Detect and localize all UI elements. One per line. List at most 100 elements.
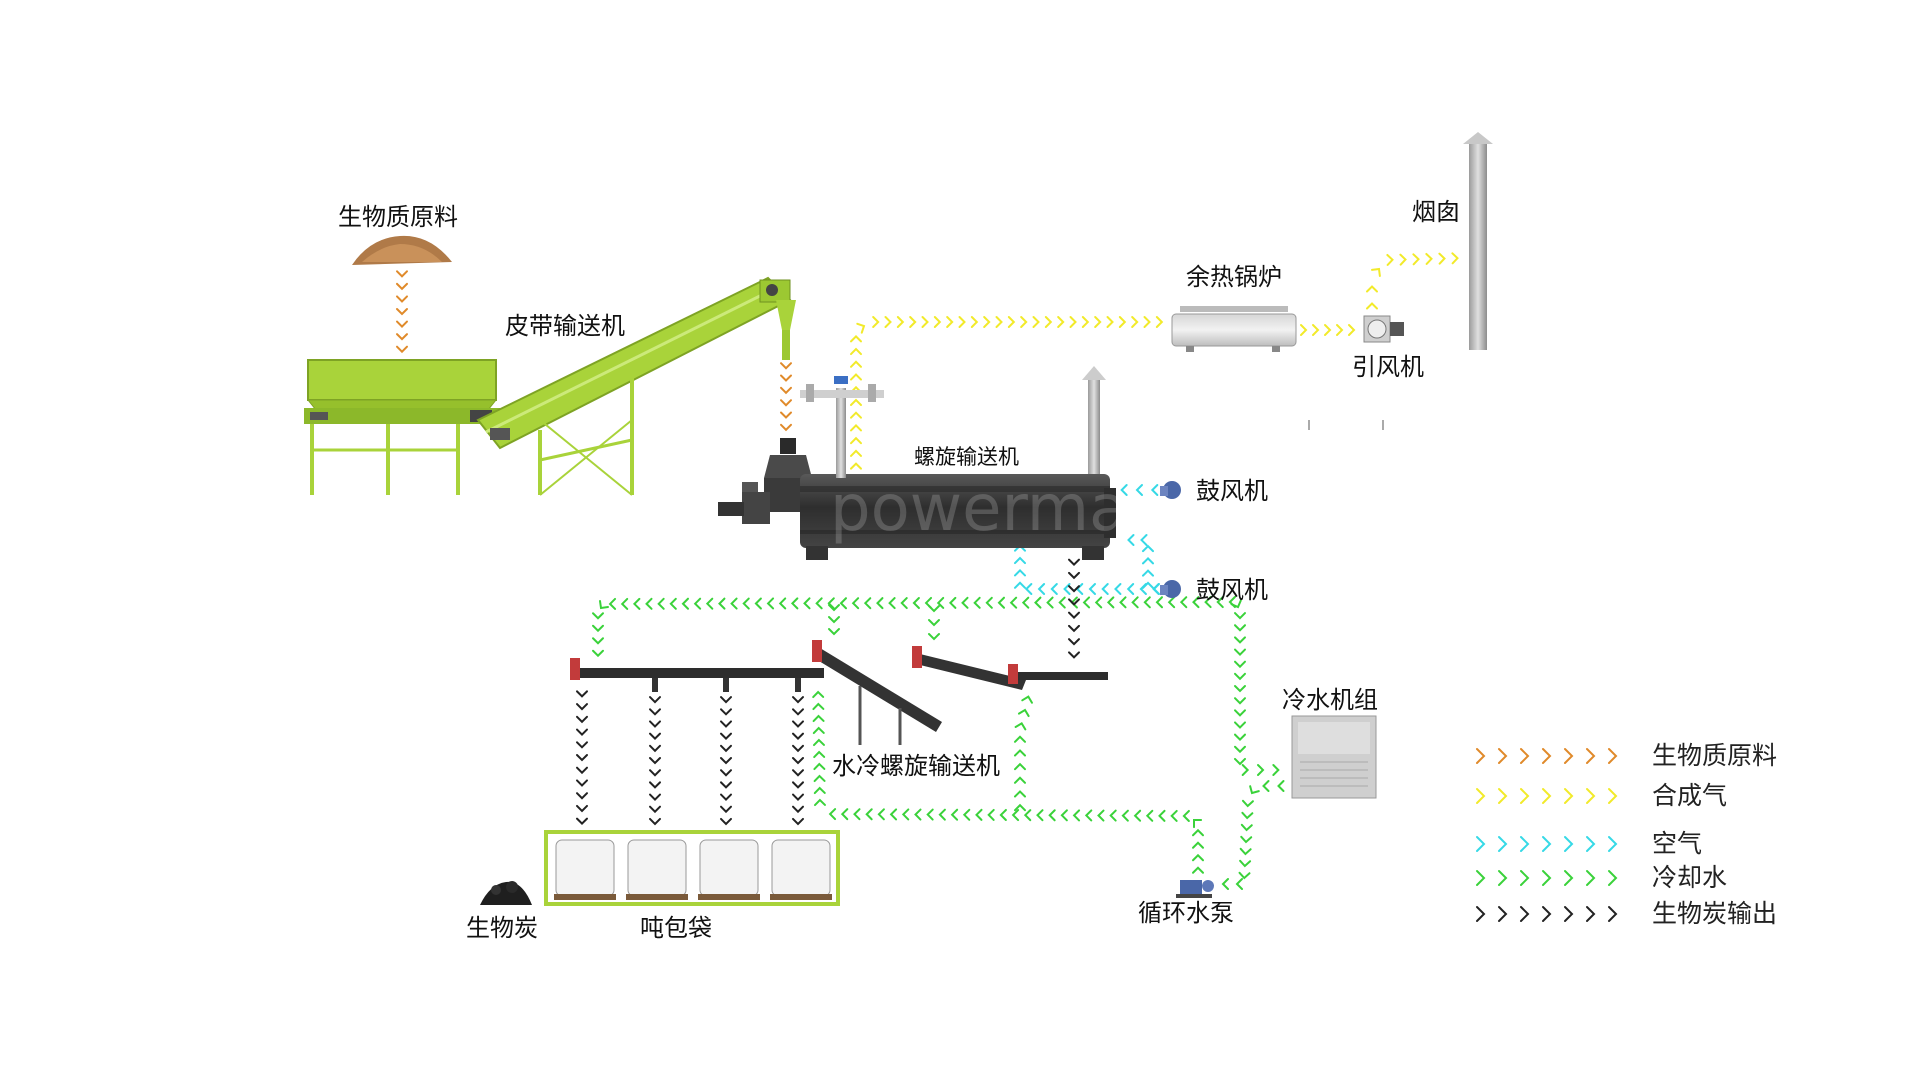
flow-chevron [1234,733,1246,742]
flow-biochar-to-bag-2 [649,696,661,826]
flow-chevron [649,757,661,765]
flow-chevron [1239,847,1252,856]
flow-chevron [1097,809,1105,822]
watermark: powerma [830,472,1128,546]
flow-water-to-chiller [1230,599,1280,776]
flow-biochar-from-kiln [1068,558,1080,659]
flow-chevron [1324,324,1332,336]
legend-chevron [1476,748,1486,764]
ton-bag-pallet [770,894,832,900]
flow-chevron [900,597,908,610]
flow-chevron [1023,809,1032,822]
label-belt-conveyor: 皮带输送机 [505,312,625,340]
flow-water-branch-1 [828,604,840,636]
flow-chevron [1127,534,1135,546]
flow-chevron [1068,598,1080,606]
flow-chevron [828,616,840,624]
flow-chevron [856,322,866,334]
flow-biochar-to-bag-1 [576,690,588,826]
flow-chevron [928,605,940,613]
flow-chevron [1272,764,1280,776]
flow-chevron [1192,828,1204,837]
flow-chevron [792,708,804,716]
flow-chevron [592,649,604,658]
label-ton-bag: 吨包袋 [640,914,712,942]
flow-chevron [1234,757,1246,766]
ton-bag-pallet [626,894,688,900]
flow-chevron [850,347,862,356]
induced-fan [1363,315,1404,343]
flow-air-blower-1 [1120,484,1159,496]
legend-label: 生物炭输出 [1652,899,1777,928]
flow-chevron [828,808,837,821]
flow-chevron [1017,708,1030,718]
flow-chevron [1179,596,1188,609]
flow-chevron [790,597,799,610]
flow-chevron [1451,252,1459,265]
flow-chevron [928,619,940,627]
flow-chevron [720,696,732,704]
flow-chevron [914,808,922,821]
flow-chevron [1068,624,1080,633]
flow-chevron [1014,762,1026,771]
label-waste-heat-boiler: 余热锅炉 [1186,263,1282,291]
legend-label: 冷却水 [1652,863,1727,892]
flow-chevron [813,798,826,807]
flow-chevron [1192,841,1204,849]
flow-chevron [1118,316,1127,328]
flow-chevron [792,696,804,704]
flow-chevron [792,757,804,765]
legend-chevron [1498,906,1508,922]
legend-item-biochar-output: 生物炭输出 [1476,899,1777,928]
flow-chevron [888,597,896,610]
flow-syngas-to-fan [1300,324,1356,336]
flow-chevron [1121,809,1129,822]
flow-chevron [1068,651,1080,659]
flow-chevron [853,808,861,821]
feed-hopper [304,359,500,495]
flow-chevron [1014,556,1026,565]
flow-chevron [1106,596,1115,609]
flow-chevron [973,596,981,609]
flow-chevron [1021,695,1033,704]
flow-chevron [1007,316,1016,328]
flow-chevron [766,597,775,610]
flow-chevron [950,808,959,821]
flow-chevron [1240,835,1253,844]
flow-chevron [778,597,787,610]
flow-chevron [720,769,732,777]
legend-chevron [1564,788,1574,804]
flow-chevron [1081,316,1090,328]
flow-chevron [792,781,804,789]
flow-chevron [720,708,732,716]
flow-chevron [396,295,408,303]
flow-chevron [576,817,588,826]
flow-chevron [592,612,604,620]
flow-chevron [693,597,702,610]
flow-chevron [1230,599,1242,609]
flow-chevron [1014,721,1027,731]
flow-chevron [813,774,826,783]
legend-chevron [1608,788,1618,804]
flow-chevron [1014,749,1026,757]
blower-1-icon [1160,481,1181,499]
legend-chevron [1542,788,1552,804]
flow-chevron [999,808,1007,821]
flow-chevron [1119,596,1127,609]
flow-chevron [1068,571,1080,580]
flow-chevron [576,728,588,736]
flow-chevron [1143,316,1151,328]
flow-chevron [720,793,732,801]
flow-chevron [803,597,811,610]
flow-chevron [909,316,917,328]
flow-chevron [987,808,995,821]
flow-chevron [669,597,677,610]
biochar-pile-icon [480,881,532,905]
flow-chevron [1143,596,1151,609]
legend-chevron [1520,748,1530,764]
flow-chevron [754,597,762,610]
flow-chevron [938,808,946,821]
legend-label: 生物质原料 [1652,741,1777,770]
flow-chevron [1142,556,1154,565]
flow-chevron [792,720,804,728]
